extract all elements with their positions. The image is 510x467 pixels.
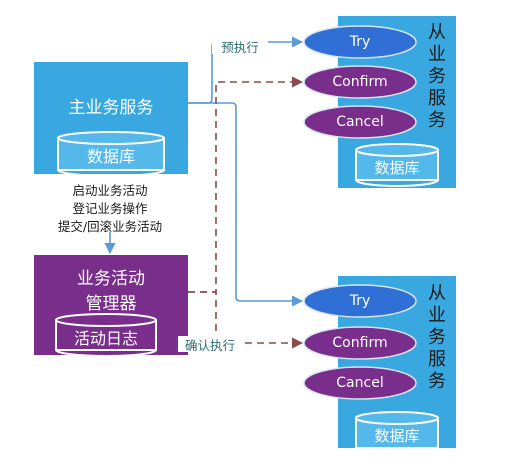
activity-log-cylinder <box>55 313 157 357</box>
cancel-oval-2 <box>303 366 417 400</box>
slave-service-1-char: 从 <box>428 22 446 43</box>
slave-service-1-title: 从 业 务 服 务 <box>422 22 452 132</box>
connector-main-branch <box>188 102 304 307</box>
slave-database-1-cylinder <box>355 143 439 187</box>
connector-main-to-try <box>188 36 304 104</box>
slave-service-1-char: 务 <box>428 66 446 87</box>
try-oval-1 <box>303 25 417 59</box>
cancel-oval-1 <box>303 105 417 139</box>
slave-service-2-char: 务 <box>428 371 446 392</box>
slave-service-2-title: 从 业 务 服 务 <box>422 283 452 393</box>
slave-service-1-char: 服 <box>428 88 446 109</box>
slave-service-2-char: 务 <box>428 327 446 348</box>
confirm-oval-1 <box>303 65 417 99</box>
confirm-oval-2 <box>303 326 417 360</box>
slave-service-1-char: 业 <box>428 44 446 65</box>
connector-manager-to-confirm-2 <box>188 291 304 349</box>
slave-service-1-char: 务 <box>428 110 446 131</box>
slave-database-2-cylinder <box>355 411 439 455</box>
slave-service-2-char: 业 <box>428 305 446 326</box>
connector-manager-to-confirm-1 <box>188 76 304 293</box>
main-database-cylinder <box>57 131 165 177</box>
try-oval-2 <box>303 284 417 318</box>
slave-service-2-char: 服 <box>428 349 446 370</box>
slave-service-2-char: 从 <box>428 283 446 304</box>
